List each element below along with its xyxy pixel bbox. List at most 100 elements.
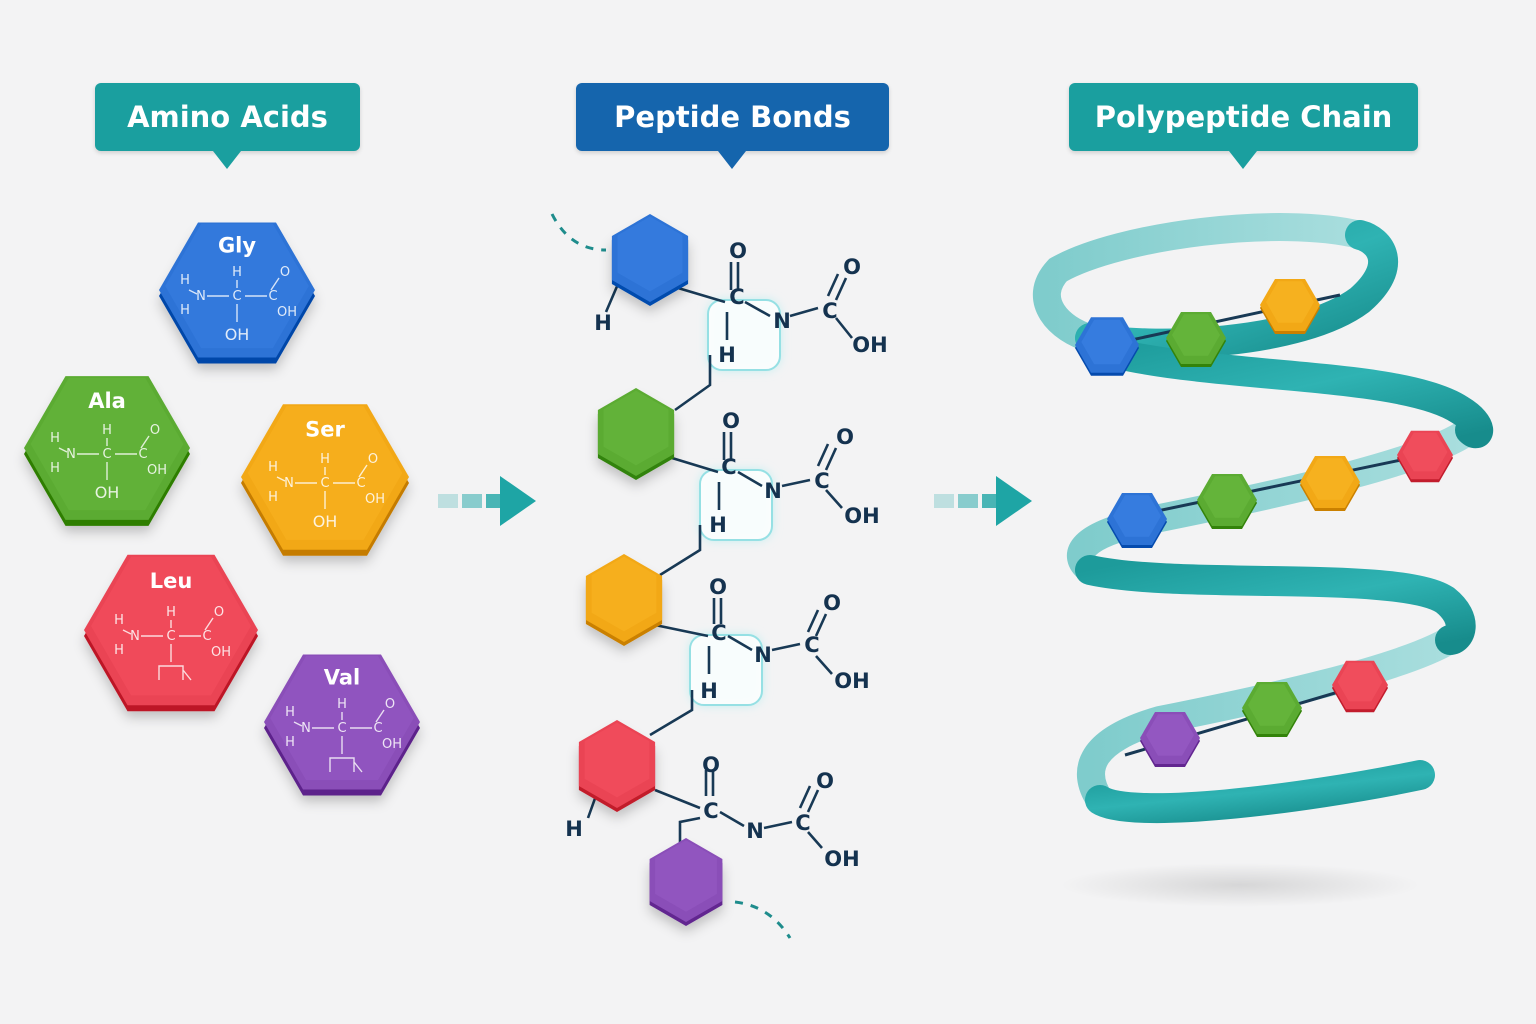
atom-label: N: [66, 447, 76, 462]
atom-label: OH: [365, 492, 385, 507]
helix-ribbon-front: [1085, 760, 1435, 824]
helix-residue: [1300, 456, 1360, 511]
amino-acids-callout: Amino Acids: [95, 83, 360, 169]
atom-label: O: [709, 575, 727, 599]
atom-label: C: [320, 476, 329, 491]
atom-label: OH: [824, 847, 859, 871]
amino-acid-label: Ala: [88, 389, 126, 413]
atom-label: C: [138, 447, 147, 462]
atom-label: H: [166, 605, 176, 620]
atom-label: H: [232, 265, 242, 280]
residue-hexagon: [578, 720, 656, 812]
atom-label: C: [729, 285, 744, 309]
atom-label: C: [814, 469, 829, 493]
atom-label: C: [703, 799, 718, 823]
helix-residue: [1397, 430, 1453, 483]
atom-label: O: [729, 239, 747, 263]
atom-label: O: [816, 769, 834, 793]
atom-label: C: [711, 621, 726, 645]
helix-residue: [1166, 312, 1226, 367]
atom-label: O: [722, 409, 740, 433]
atom-label: H: [594, 311, 612, 335]
peptide-bonds-title: Peptide Bonds: [576, 83, 889, 151]
atom-label: H: [285, 705, 295, 720]
callout-pointer: [1229, 151, 1257, 169]
polypeptide-chain-callout: Polypeptide Chain: [1069, 83, 1418, 169]
atom-label: C: [822, 299, 837, 323]
atom-label: N: [764, 479, 782, 503]
helix-ribbon-front: [1080, 333, 1494, 449]
chain-continuation: [734, 900, 792, 939]
atom-label: H: [102, 423, 112, 438]
atom-label: C: [166, 629, 175, 644]
atom-label: H: [268, 490, 278, 505]
atom-label: H: [50, 431, 60, 446]
atom-label: OH: [852, 333, 887, 357]
helix-residue: [1197, 474, 1257, 529]
amino-acid-label: Leu: [150, 569, 193, 593]
atom-label: H: [718, 343, 736, 367]
atom-label: C: [268, 289, 277, 304]
atom-label: C: [202, 629, 211, 644]
polypeptide-chain-title: Polypeptide Chain: [1069, 83, 1418, 151]
helix-residue: [1332, 660, 1388, 713]
atom-label: H: [180, 273, 190, 288]
atom-label: OH: [147, 463, 167, 478]
atom-label: N: [130, 629, 140, 644]
atom-label: O: [368, 452, 378, 467]
atom-label: OH: [277, 305, 297, 320]
atom-label: C: [102, 447, 111, 462]
helix-residue: [1107, 493, 1167, 548]
atom-label: H: [285, 735, 295, 750]
arrow-icon: [934, 476, 1032, 526]
chain-continuation: [550, 213, 607, 252]
atom-label: C: [795, 811, 810, 835]
helix-ribbon-back: [1032, 213, 1374, 352]
side-chain-label: OH: [225, 325, 250, 344]
atom-label: H: [709, 513, 727, 537]
atom-label: O: [280, 265, 290, 280]
atom-label: H: [700, 679, 718, 703]
atom-label: C: [356, 476, 365, 491]
amino-acid-label: Ser: [305, 418, 345, 442]
atom-label: H: [114, 643, 124, 658]
atom-label: H: [50, 461, 60, 476]
atom-label: N: [196, 289, 206, 304]
atom-label: N: [301, 721, 311, 736]
amino-acid-label: Val: [324, 666, 360, 690]
arrow-icon: [438, 476, 536, 526]
amino-acids-title: Amino Acids: [95, 83, 360, 151]
helix-residue: [1075, 317, 1139, 376]
atom-label: H: [180, 303, 190, 318]
atom-label: C: [804, 633, 819, 657]
callout-pointer: [213, 151, 241, 169]
atom-label: OH: [834, 669, 869, 693]
atom-label: O: [836, 425, 854, 449]
atom-label: O: [702, 753, 720, 777]
atom-label: N: [746, 819, 764, 843]
atom-label: O: [214, 605, 224, 620]
atom-label: O: [843, 255, 861, 279]
atom-label: C: [232, 289, 241, 304]
atom-label: O: [385, 697, 395, 712]
atom-label: N: [284, 476, 294, 491]
residue-hexagon: [585, 554, 663, 646]
atom-label: N: [754, 643, 772, 667]
atom-label: H: [320, 452, 330, 467]
residue-hexagon: [611, 214, 689, 306]
helix-residue: [1242, 682, 1302, 737]
atom-label: O: [823, 591, 841, 615]
atom-label: H: [114, 613, 124, 628]
